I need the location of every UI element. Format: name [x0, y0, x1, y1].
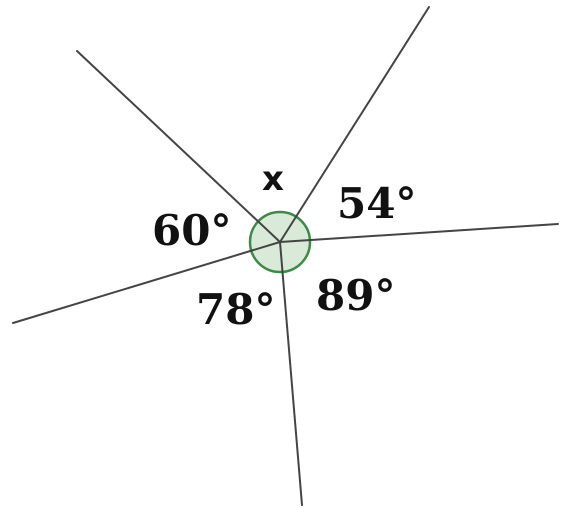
angle-label-89: 89° [316, 271, 395, 320]
ray-down [279, 241, 303, 506]
angle-label-x: x [262, 159, 284, 199]
angle-label-78: 78° [196, 285, 275, 334]
ray-left [12, 241, 281, 324]
ray-upper-left [76, 50, 281, 243]
angle-label-60: 60° [152, 206, 231, 255]
ray-right [279, 223, 559, 243]
ray-upper-right [279, 6, 430, 243]
angle-label-54: 54° [337, 179, 416, 228]
